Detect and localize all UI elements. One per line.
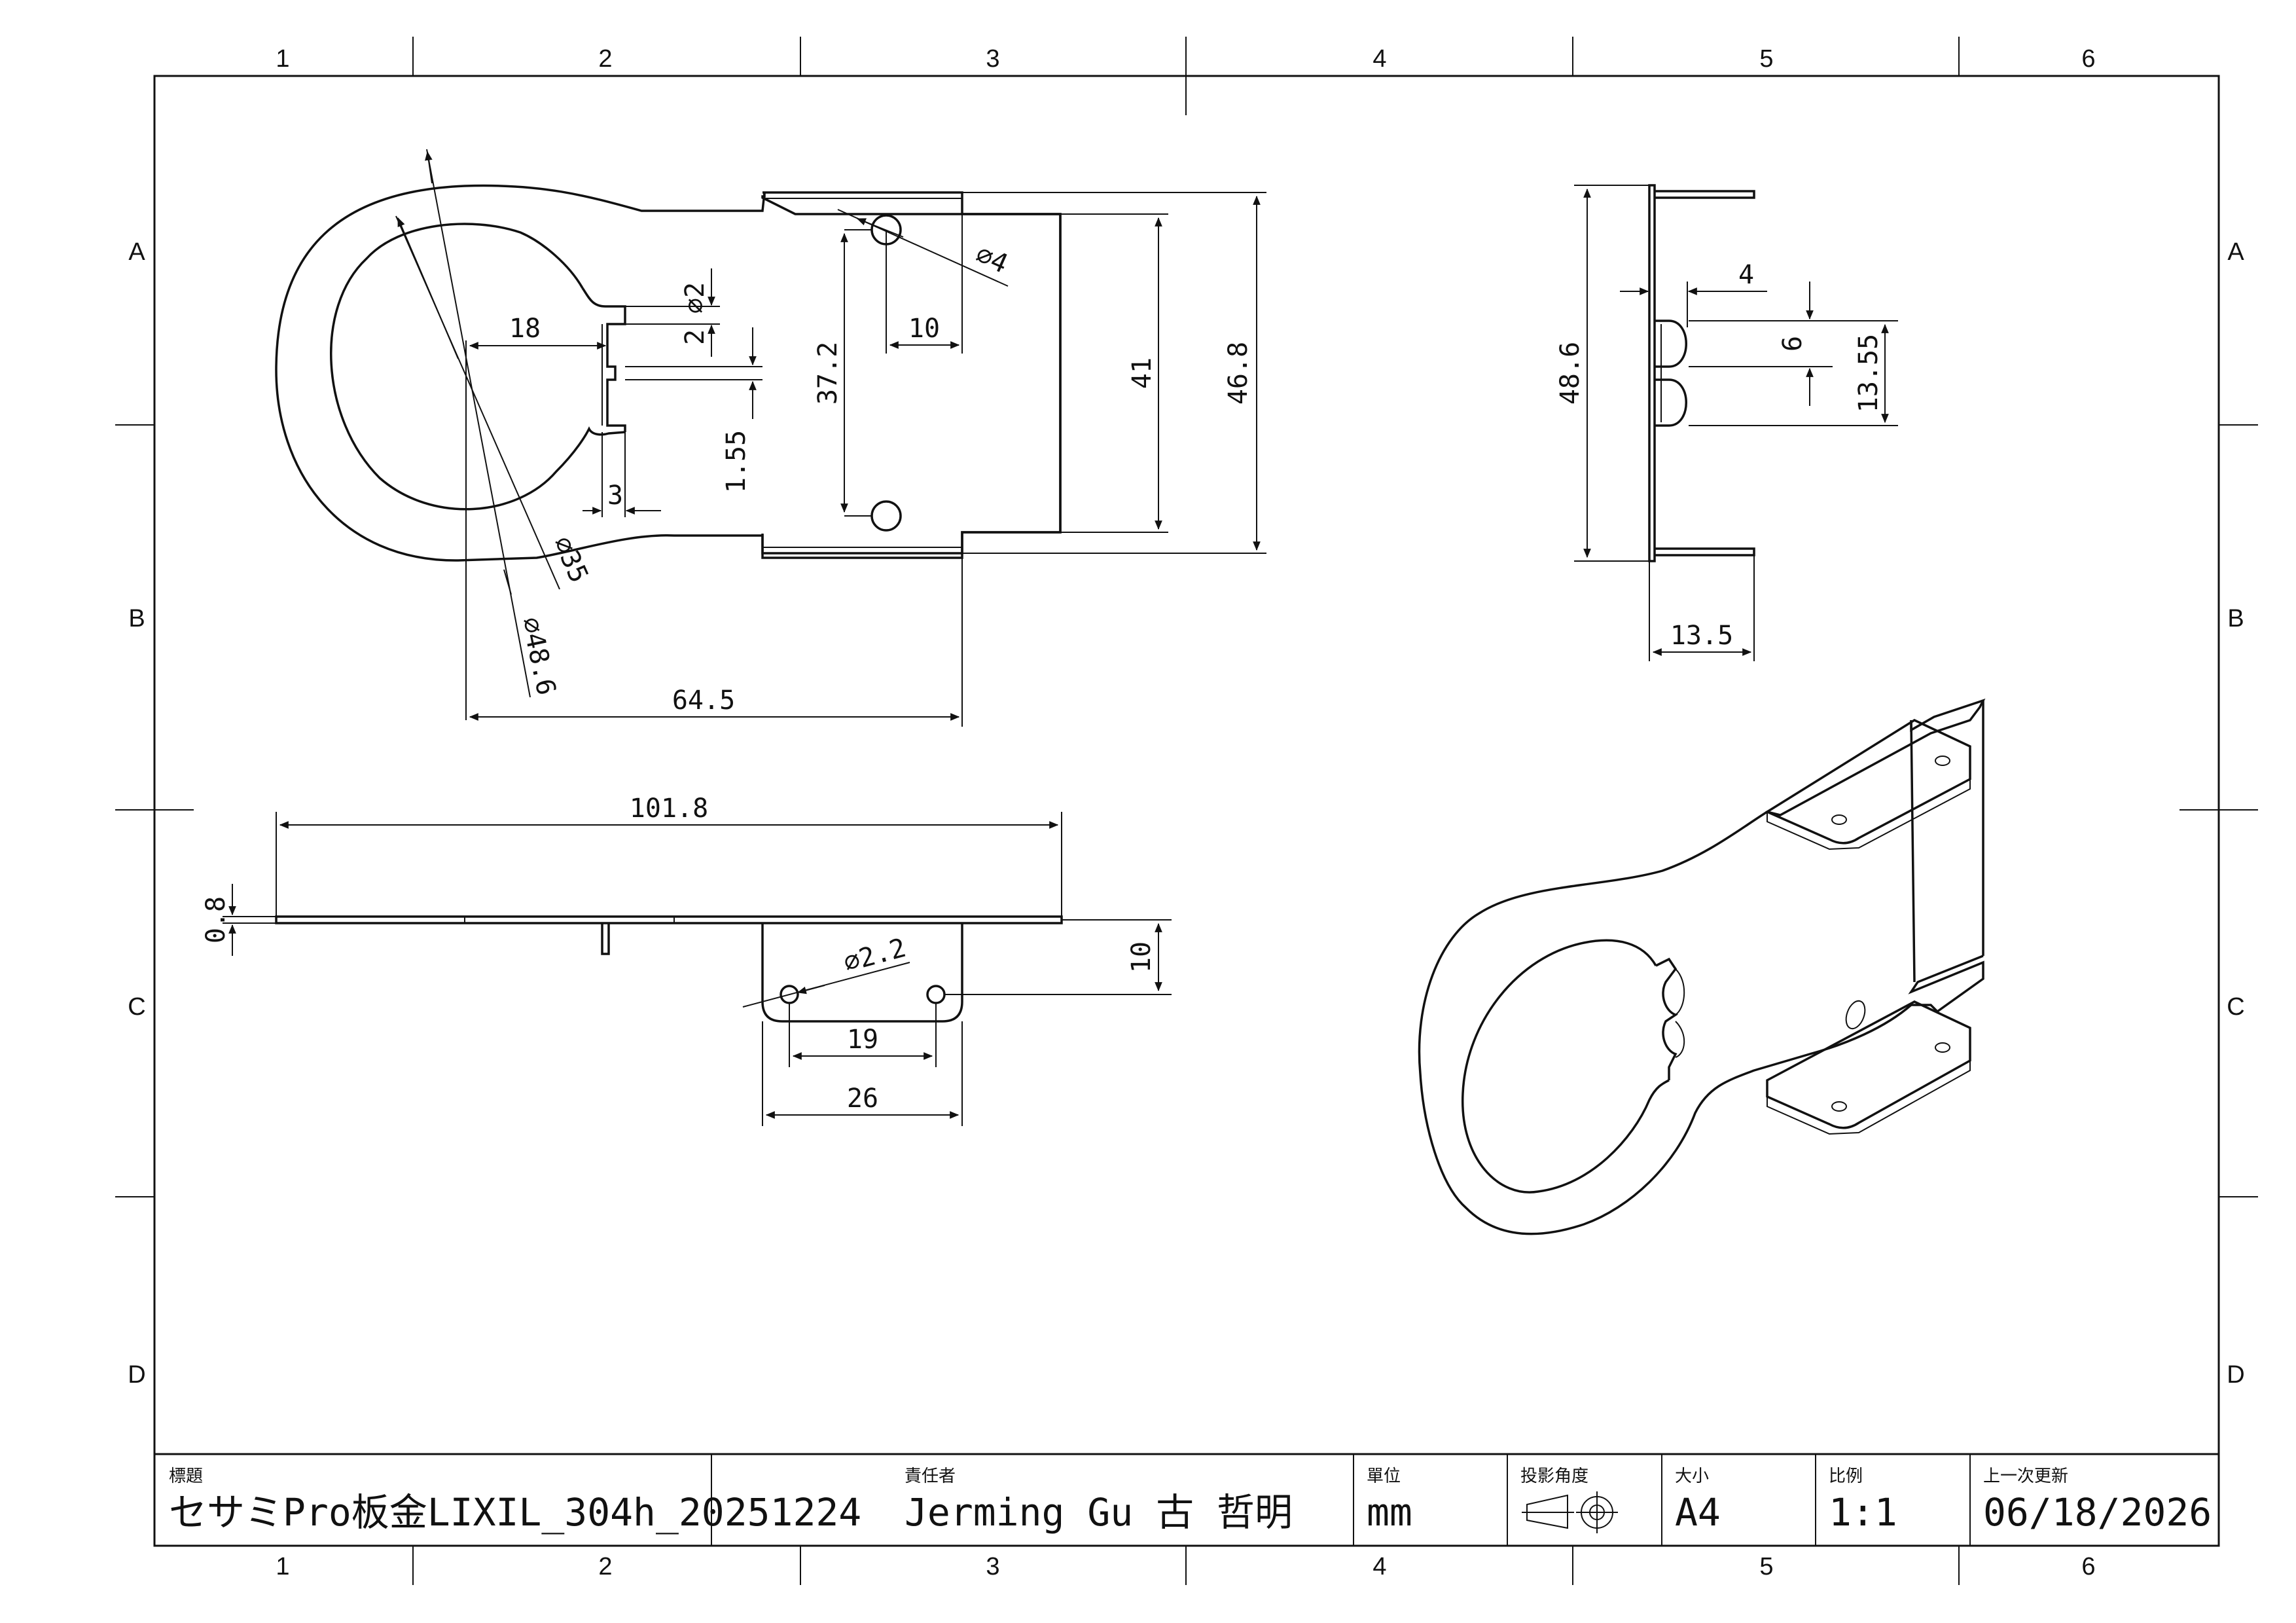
dim-dia-35: ⌀35 [547, 532, 594, 587]
dim-37-2: 37.2 [813, 342, 843, 405]
size-value: A4 [1675, 1490, 1721, 1535]
drawing-frame [115, 37, 2258, 1585]
side-view-plate [1648, 184, 1656, 562]
zone-labels: 1 2 3 4 5 6 1 2 3 4 5 6 A B C D A B C D [128, 45, 2244, 1580]
dim-3: 3 [607, 481, 623, 511]
iso-inner-ring [1462, 939, 1670, 1194]
zone-col-5: 5 [1759, 45, 1773, 73]
front-view-tab [761, 923, 963, 1023]
iso-outline [1418, 699, 1986, 1235]
unit-label: 單位 [1367, 1467, 1401, 1486]
front-view: 101.8 0.8 10 ⌀2.2 19 26 [201, 793, 1172, 1126]
zone-col-3: 3 [986, 45, 999, 73]
updated-label: 上一次更新 [1983, 1467, 2068, 1486]
dim-dia-2: ⌀2 [680, 282, 710, 314]
iso-hole-bottom-1 [1831, 1101, 1847, 1112]
isometric-view [1418, 699, 1986, 1235]
owner-label: 責任者 [905, 1467, 956, 1486]
iso-hole-top-2 [1935, 756, 1950, 766]
zone-col-4-bottom: 4 [1372, 1553, 1386, 1580]
zone-col-6-bottom: 6 [2081, 1553, 2095, 1580]
iso-hole-bottom-2 [1935, 1042, 1950, 1053]
dim-10-top: 10 [908, 314, 940, 344]
zone-col-3-bottom: 3 [986, 1553, 999, 1580]
zone-col-2-bottom: 2 [598, 1553, 612, 1580]
zone-col-4: 4 [1372, 45, 1386, 73]
top-view-outline [275, 184, 1062, 562]
top-hole-lower [870, 500, 902, 532]
scale-label: 比例 [1829, 1467, 1863, 1486]
dim-101-8: 101.8 [630, 793, 708, 824]
dim-0-8: 0.8 [201, 896, 231, 943]
dim-2: 2 [680, 329, 710, 345]
updated-value: 06/18/2026 [1983, 1490, 2212, 1535]
dim-18: 18 [509, 314, 541, 344]
zone-row-c-right: C [2227, 993, 2244, 1021]
zone-row-b-right: B [2227, 605, 2244, 632]
front-view-plate [275, 915, 1063, 924]
dim-6: 6 [1778, 336, 1808, 352]
dim-46-8: 46.8 [1223, 342, 1253, 405]
zone-row-b: B [128, 605, 145, 632]
title-label: 標題 [169, 1467, 203, 1486]
dim-19: 19 [847, 1025, 878, 1055]
zone-row-a: A [128, 238, 145, 266]
dim-41: 41 [1127, 357, 1157, 389]
zone-row-a-right: A [2227, 238, 2244, 266]
zone-row-d-right: D [2227, 1361, 2244, 1389]
zone-col-1-bottom: 1 [276, 1553, 289, 1580]
dim-10-side: 10 [1126, 941, 1157, 973]
dim-13-55: 13.55 [1854, 334, 1884, 412]
dim-4: 4 [1738, 260, 1754, 290]
projection-angle-icon [1522, 1491, 1618, 1533]
title-block: 標題 セサミPro板金LIXIL_304h_20251224 責任者 Jermi… [153, 1453, 2220, 1547]
dim-dia-4: ⌀4 [971, 239, 1013, 280]
zone-col-6: 6 [2081, 45, 2095, 73]
iso-hole-side [1845, 1000, 1866, 1030]
zone-col-2: 2 [598, 45, 612, 73]
zone-row-d: D [128, 1361, 145, 1389]
dim-13-5: 13.5 [1670, 621, 1733, 651]
owner-value: Jerming Gu 古 哲明 [905, 1490, 1293, 1535]
unit-value: mm [1367, 1490, 1412, 1535]
side-view: 48.6 4 6 13.55 13.5 [1555, 184, 1898, 661]
title-value: セサミPro板金LIXIL_304h_20251224 [169, 1490, 861, 1535]
iso-hole-top-1 [1831, 814, 1847, 825]
top-view-inner-ring [330, 223, 626, 511]
dim-26: 26 [847, 1084, 878, 1114]
dim-64-5: 64.5 [672, 685, 735, 716]
size-label: 大小 [1675, 1467, 1709, 1486]
zone-col-1: 1 [276, 45, 289, 73]
front-hole-right [926, 985, 946, 1004]
zone-col-5-bottom: 5 [1759, 1553, 1773, 1580]
zone-row-c: C [128, 993, 145, 1021]
top-view: 46.8 41 37.2 10 ⌀4 ⌀2 2 1.55 [275, 149, 1266, 727]
dim-48-6: 48.6 [1555, 342, 1585, 405]
projection-label: 投影角度 [1520, 1467, 1588, 1486]
dim-1-55: 1.55 [721, 430, 751, 493]
scale-value: 1:1 [1829, 1490, 1897, 1535]
